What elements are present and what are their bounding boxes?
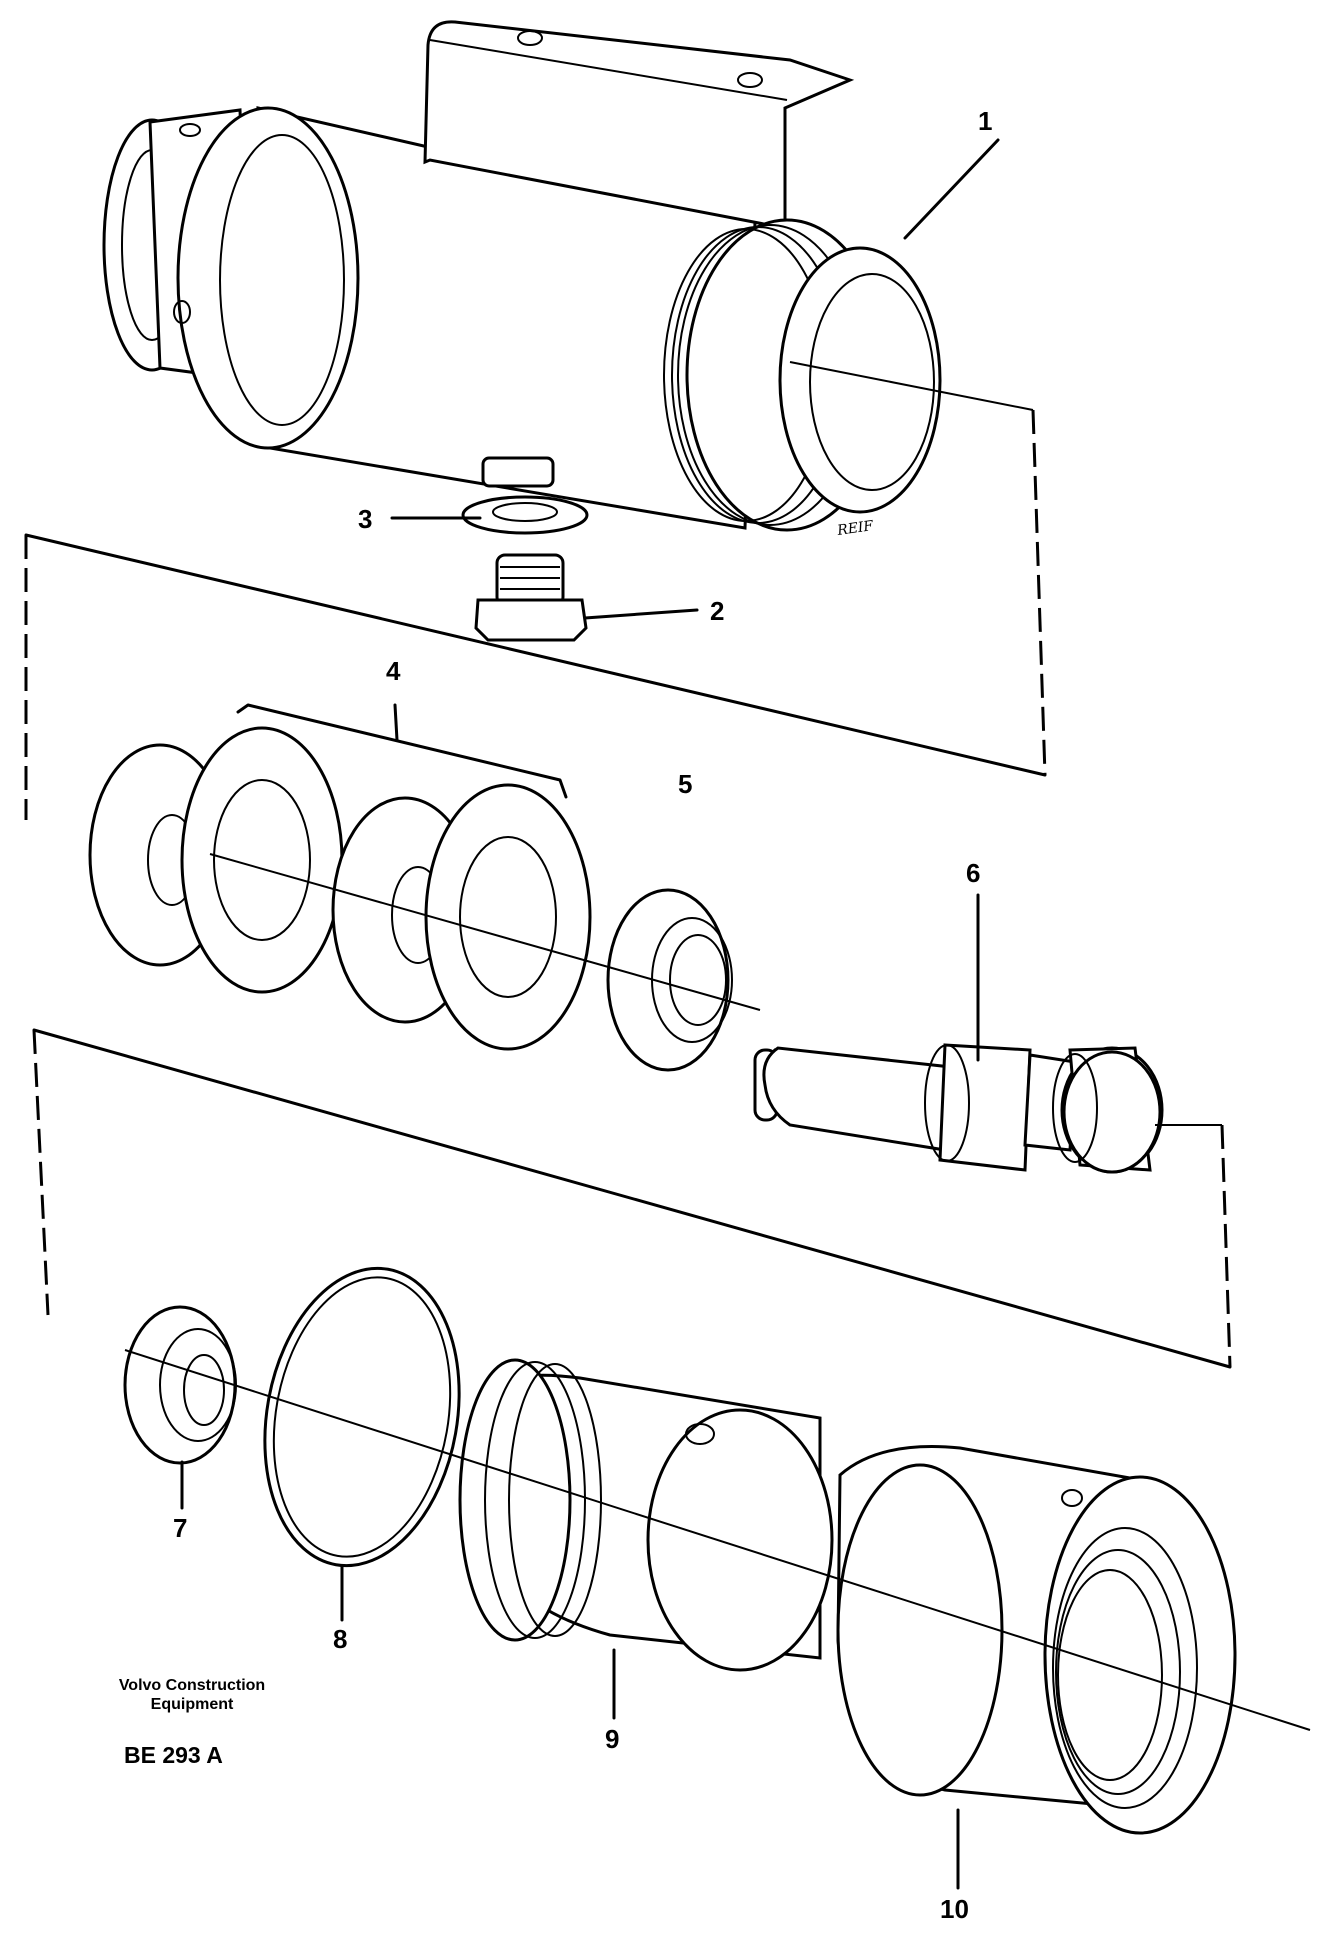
callout-1: 1 — [978, 106, 992, 136]
part-9-cylinder-head — [458, 1358, 834, 1672]
part-7-seal — [123, 1305, 237, 1465]
manufacturer-line-2: Equipment — [150, 1696, 234, 1713]
part-8-o-ring — [263, 1266, 461, 1568]
callout-9: 9 — [605, 1724, 619, 1754]
drawing-code: BE 293 A — [124, 1742, 223, 1768]
exploded-view-frame-upper — [24, 409, 1047, 820]
callout-leader-lines — [180, 138, 1000, 1890]
part-1-cylinder-tube: REIF — [102, 20, 1034, 539]
part-3-sealing-washer — [461, 456, 589, 535]
callout-6: 6 — [966, 858, 980, 888]
part-4-seal-set — [88, 703, 592, 1051]
lower-assembly-axis — [124, 853, 1311, 1731]
part-6-piston-rod — [753, 1043, 1164, 1174]
callout-3: 3 — [358, 504, 372, 534]
callout-2: 2 — [710, 596, 724, 626]
part-10-threaded-sleeve — [836, 1445, 1237, 1835]
callout-4: 4 — [386, 656, 401, 686]
exploded-view-frame-lower — [32, 1028, 1232, 1369]
callout-5: 5 — [678, 769, 692, 799]
callout-8: 8 — [333, 1624, 347, 1654]
part-2-plug — [474, 553, 588, 642]
callout-10: 10 — [940, 1894, 969, 1924]
artist-signature: REIF — [835, 518, 875, 539]
part-5-wiper-ring — [606, 888, 733, 1072]
manufacturer-caption: Volvo Construction Equipment — [92, 1676, 292, 1714]
callout-7: 7 — [173, 1513, 187, 1543]
manufacturer-line-1: Volvo Construction — [118, 1677, 266, 1694]
